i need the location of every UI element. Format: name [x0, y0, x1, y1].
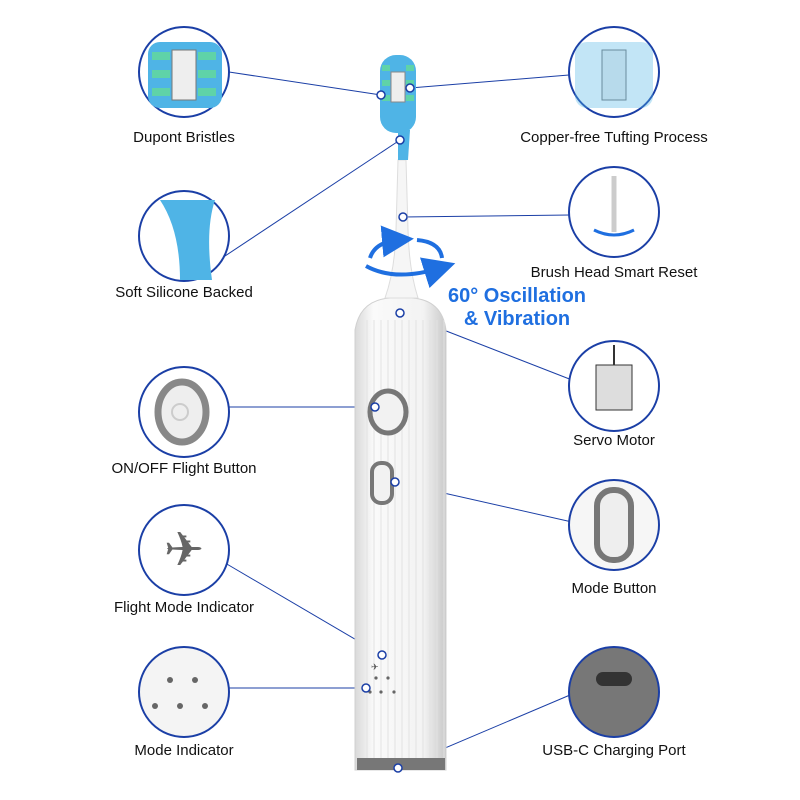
- base-cap: [357, 758, 445, 770]
- usb-port-closeup: [568, 646, 660, 738]
- oscillation-headline: 60° Oscillation & Vibration: [432, 285, 602, 331]
- headline-line2: & Vibration: [463, 308, 571, 330]
- headline-line1: 60° Oscillation: [447, 285, 587, 307]
- label-mode-button: Mode Button: [571, 580, 657, 597]
- label-mode-indicator: Mode Indicator: [134, 742, 234, 759]
- flight-indicator-closeup: [138, 504, 230, 596]
- label-servo-motor: Servo Motor: [573, 432, 655, 449]
- label-dupont-bristles: Dupont Bristles: [133, 129, 235, 146]
- rotation-arrows-icon: [365, 225, 456, 289]
- airplane-icon: ✈: [164, 524, 204, 577]
- mode-button: [370, 461, 394, 505]
- label-smart-reset: Brush Head Smart Reset: [530, 264, 698, 281]
- mode-indicator-dots: [368, 676, 396, 694]
- label-usb-port: USB-C Charging Port: [542, 742, 686, 759]
- plane-icon-small: ✈: [371, 662, 379, 672]
- label-flight-mode: Flight Mode Indicator: [113, 599, 255, 616]
- callout-dots: [361, 83, 415, 773]
- brush-neck-blue: [398, 130, 410, 160]
- label-soft-silicone: Soft Silicone Backed: [115, 284, 253, 301]
- mode-indicator-closeup: [138, 646, 230, 738]
- label-copper-free: Copper-free Tufting Process: [520, 129, 708, 146]
- onoff-button: [367, 388, 409, 436]
- label-onoff-button: ON/OFF Flight Button: [111, 460, 257, 477]
- toothbrush: [354, 55, 456, 771]
